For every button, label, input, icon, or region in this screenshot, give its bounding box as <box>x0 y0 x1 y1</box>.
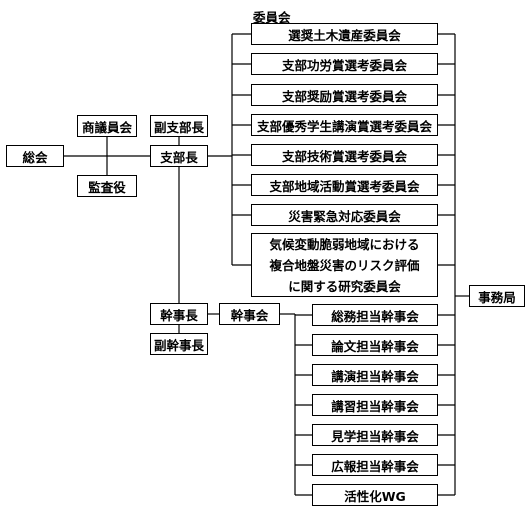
secretariat-group-box: 講演担当幹事会 <box>312 364 438 386</box>
committee-box: 災害緊急対応委員会 <box>251 204 438 226</box>
secretariat-group-box: 見学担当幹事会 <box>312 424 438 446</box>
research-committee-line: に関する研究委員会 <box>288 278 401 294</box>
committees-caption: 委員会 <box>253 10 291 25</box>
secretariat-group-box: 広報担当幹事会 <box>312 454 438 476</box>
secretary-general-box: 幹事長 <box>150 303 208 325</box>
secretariat-council-box: 幹事会 <box>219 303 280 325</box>
secretariat-group-box: 論文担当幹事会 <box>312 334 438 356</box>
committee-box: 支部奨励賞選考委員会 <box>251 84 438 106</box>
committee-box: 支部功労賞選考委員会 <box>251 53 438 75</box>
research-committee-box: 気候変動脆弱地域における 複合地盤災害のリスク評価 に関する研究委員会 <box>251 233 438 297</box>
secretariat-group-box: 総務担当幹事会 <box>312 304 438 326</box>
committee-box: 支部地域活動賞選考委員会 <box>251 174 438 196</box>
research-committee-line: 複合地盤災害のリスク評価 <box>269 257 420 273</box>
branch-head-box: 支部長 <box>150 145 208 167</box>
secretariat-group-box: 活性化WG <box>312 484 438 506</box>
vice-branch-head-box: 副支部長 <box>150 115 208 137</box>
committee-box: 支部優秀学生講演賞選考委員会 <box>251 114 438 136</box>
committee-box: 支部技術賞選考委員会 <box>251 144 438 166</box>
auditor-box: 監査役 <box>77 175 137 197</box>
office-box: 事務局 <box>469 285 525 307</box>
research-committee-line: 気候変動脆弱地域における <box>269 236 420 252</box>
vice-secretary-general-box: 副幹事長 <box>150 333 208 355</box>
secretariat-group-box: 講習担当幹事会 <box>312 394 438 416</box>
council-box: 商議員会 <box>77 115 137 137</box>
committee-box: 選奨土木遺産委員会 <box>251 23 438 45</box>
general-assembly-box: 総会 <box>6 145 64 167</box>
